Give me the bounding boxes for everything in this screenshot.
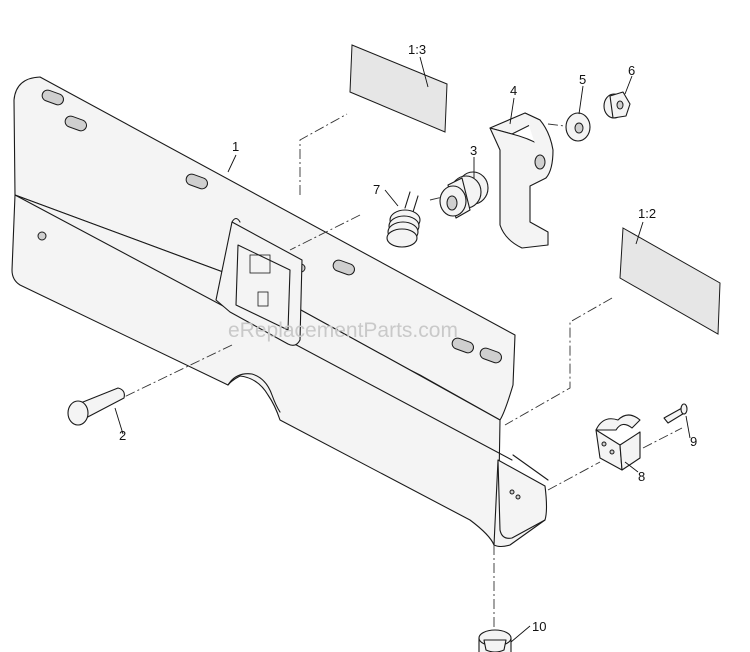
latch-bracket[interactable] (595, 414, 641, 471)
centerlines (121, 113, 683, 628)
callout-7: 7 (373, 182, 380, 197)
callout-9: 9 (690, 434, 697, 449)
decal-1-3[interactable] (349, 44, 448, 133)
callout-5: 5 (579, 72, 586, 87)
torsion-spring[interactable] (386, 191, 421, 248)
flange-nut[interactable] (603, 91, 631, 119)
callout-6: 6 (628, 63, 635, 78)
leader-lines (114, 56, 691, 643)
callout-3: 3 (470, 143, 477, 158)
callout-2: 2 (119, 428, 126, 443)
callout-1-2: 1:2 (638, 206, 656, 221)
carriage-bolt[interactable] (67, 387, 125, 426)
callout-4: 4 (510, 83, 517, 98)
watermark: eReplacementParts.com (228, 319, 458, 342)
latch-hook[interactable] (489, 112, 554, 249)
clevis-pin[interactable] (663, 403, 688, 424)
callout-10: 10 (532, 619, 546, 634)
callout-1: 1 (232, 139, 239, 154)
decal-1-2[interactable] (619, 227, 721, 335)
flat-washer[interactable] (565, 112, 591, 142)
callout-8: 8 (638, 469, 645, 484)
foot-pad[interactable] (478, 629, 512, 652)
callouts: 1 1:3 1:2 2 3 4 5 6 7 8 9 10 (119, 42, 697, 634)
callout-1-3: 1:3 (408, 42, 426, 57)
mounting-bracket[interactable] (11, 76, 549, 548)
bushing[interactable] (439, 171, 489, 219)
